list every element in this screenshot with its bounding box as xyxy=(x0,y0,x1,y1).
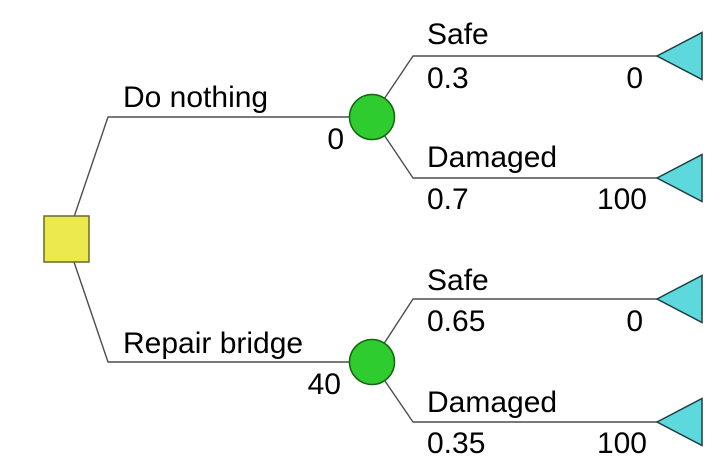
branch-repair-bridge: Repair bridge 40 Safe 0.65 0 Damaged 0.3… xyxy=(73,261,703,460)
branch-line-safe-2 xyxy=(371,298,658,363)
outcome-label-damaged-2[interactable]: Damaged xyxy=(427,386,557,419)
outcome-probability-damaged-1[interactable]: 0.7 xyxy=(427,183,469,216)
terminal-node-safe-2[interactable] xyxy=(655,274,703,324)
terminal-node-safe-1[interactable] xyxy=(655,31,703,81)
decision-node-root[interactable] xyxy=(43,215,90,263)
branch-label-repair-bridge[interactable]: Repair bridge xyxy=(123,327,303,360)
branch-line-repair-bridge xyxy=(73,261,372,363)
branch-line-damaged-2 xyxy=(371,361,658,423)
branch-line-safe-1 xyxy=(371,55,658,118)
branch-cost-do-nothing[interactable]: 0 xyxy=(327,123,344,156)
outcome-probability-damaged-2[interactable]: 0.35 xyxy=(427,427,485,460)
branch-do-nothing: Do nothing 0 Safe 0.3 0 Damaged 0.7 100 xyxy=(73,18,703,218)
outcome-payoff-damaged-2[interactable]: 100 xyxy=(597,427,647,460)
branch-line-do-nothing xyxy=(73,116,372,218)
terminal-node-damaged-2[interactable] xyxy=(655,397,703,447)
branch-label-do-nothing[interactable]: Do nothing xyxy=(123,81,268,114)
outcome-label-safe-2[interactable]: Safe xyxy=(427,264,489,297)
branch-cost-repair-bridge[interactable]: 40 xyxy=(308,368,341,401)
chance-node-1[interactable] xyxy=(348,93,396,141)
chance-node-2[interactable] xyxy=(348,338,396,386)
outcome-label-safe-1[interactable]: Safe xyxy=(427,18,489,51)
branch-line-damaged-1 xyxy=(371,116,658,179)
outcome-label-damaged-1[interactable]: Damaged xyxy=(427,141,557,174)
outcome-payoff-safe-2[interactable]: 0 xyxy=(626,305,643,338)
outcome-payoff-damaged-1[interactable]: 100 xyxy=(597,183,647,216)
outcome-probability-safe-2[interactable]: 0.65 xyxy=(427,305,485,338)
outcome-payoff-safe-1[interactable]: 0 xyxy=(626,62,643,95)
outcome-probability-safe-1[interactable]: 0.3 xyxy=(427,62,469,95)
terminal-node-damaged-1[interactable] xyxy=(655,153,703,203)
